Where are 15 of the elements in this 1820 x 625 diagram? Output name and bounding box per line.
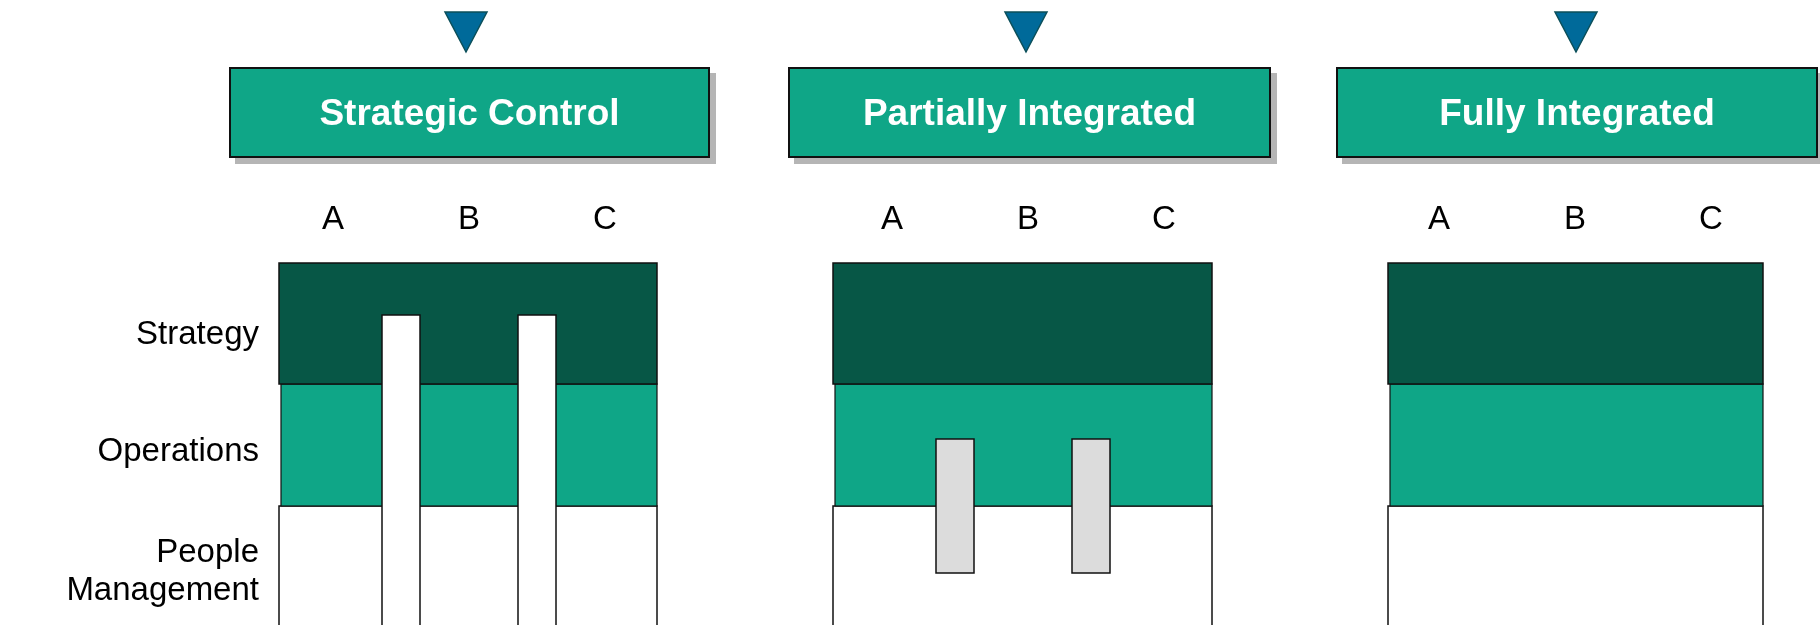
column-label: C <box>1151 199 1177 237</box>
title-text: Strategic Control <box>319 91 620 134</box>
row-label: Operations <box>96 431 259 469</box>
title-text: Partially Integrated <box>862 91 1197 134</box>
column-label: B <box>1563 199 1587 237</box>
title-text: Fully Integrated <box>1439 91 1715 134</box>
column-label: A <box>880 199 904 237</box>
column-label: C <box>1698 199 1724 237</box>
column-label: B <box>1016 199 1040 237</box>
row-label: Strategy <box>135 314 259 352</box>
column-label: A <box>1427 199 1451 237</box>
column-label: C <box>592 199 618 237</box>
column-label: A <box>321 199 345 237</box>
row-label: People Management <box>65 532 259 608</box>
column-label: B <box>457 199 481 237</box>
